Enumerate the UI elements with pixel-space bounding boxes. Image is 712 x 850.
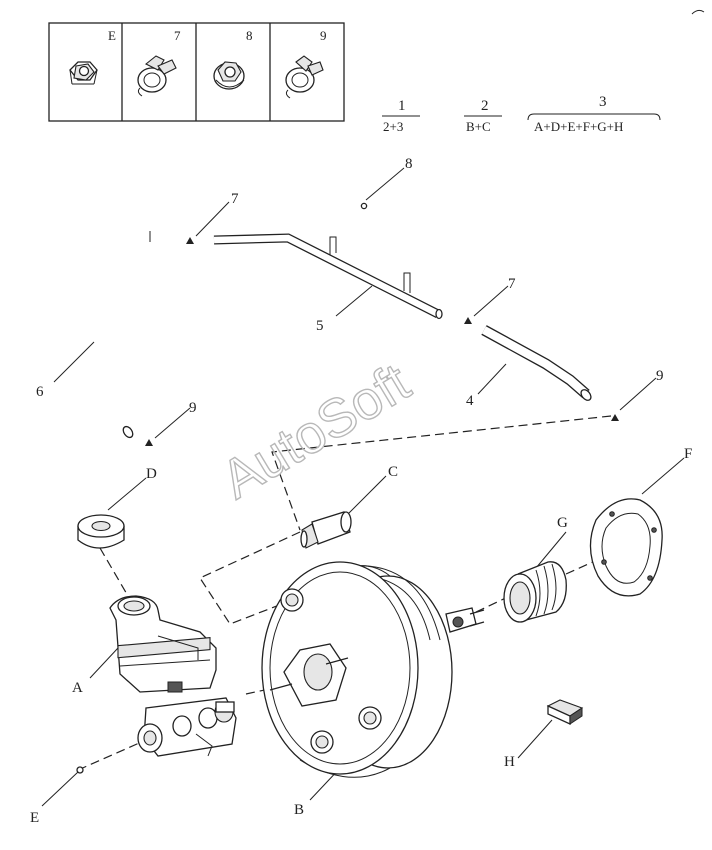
hose-4 (481, 325, 592, 401)
clamp-marker-7-right (464, 317, 472, 324)
callout-C: C (388, 464, 398, 480)
legend-table: E 7 8 9 (48, 22, 345, 122)
check-valve-C (300, 511, 352, 549)
callout-4: 4 (466, 393, 474, 409)
flange-nut-icon (213, 61, 245, 90)
hose-5-pipe (213, 233, 443, 320)
legend-label-7: 7 (174, 28, 181, 43)
group-members-1: 2+3 (383, 119, 403, 134)
callout-5: 5 (316, 318, 324, 334)
gasket-F (589, 498, 663, 597)
legend-label-8: 8 (246, 28, 253, 43)
group-number-1: 1 (398, 98, 406, 114)
group-keys: 1 2+3 2 B+C 3 A+D+E+F+G+H (382, 94, 661, 134)
callout-E: E (30, 810, 39, 826)
callout-7-top: 7 (231, 191, 239, 207)
callout-D: D (146, 466, 157, 482)
callout-G: G (557, 515, 568, 531)
callout-6: 6 (36, 384, 44, 400)
callout-H: H (504, 754, 515, 770)
hose-6 (95, 231, 151, 439)
callout-9-right: 9 (656, 368, 664, 384)
callout-A: A (72, 680, 83, 696)
clamp-marker-9-left (145, 439, 153, 446)
callout-9-left: 9 (189, 400, 197, 416)
legend-label-9: 9 (320, 28, 327, 43)
legend-label-e: E (108, 28, 116, 43)
group-number-3: 3 (599, 94, 607, 110)
hose-clamp-icon (137, 55, 177, 97)
nut-marker-8 (360, 202, 368, 210)
group-members-2: B+C (466, 119, 491, 134)
callout-8: 8 (405, 156, 413, 172)
grommet-D (77, 514, 125, 549)
boot-G (503, 561, 567, 623)
callout-B: B (294, 802, 304, 818)
brake-booster-B (261, 561, 485, 778)
clamp-marker-9-right (611, 414, 619, 421)
master-cylinder-A (109, 595, 237, 757)
corner-mark (691, 9, 705, 15)
clamp-marker-7-top (186, 237, 194, 244)
block-H (546, 699, 584, 726)
watermark: AutoSoft (211, 352, 419, 510)
group-number-2: 2 (481, 98, 489, 114)
nut-E (76, 766, 84, 774)
hex-nut-icon (69, 61, 98, 85)
callout-7-right: 7 (508, 276, 516, 292)
hose-clamp-icon (285, 55, 324, 99)
callout-F: F (684, 446, 692, 462)
group-members-3: A+D+E+F+G+H (534, 119, 623, 134)
